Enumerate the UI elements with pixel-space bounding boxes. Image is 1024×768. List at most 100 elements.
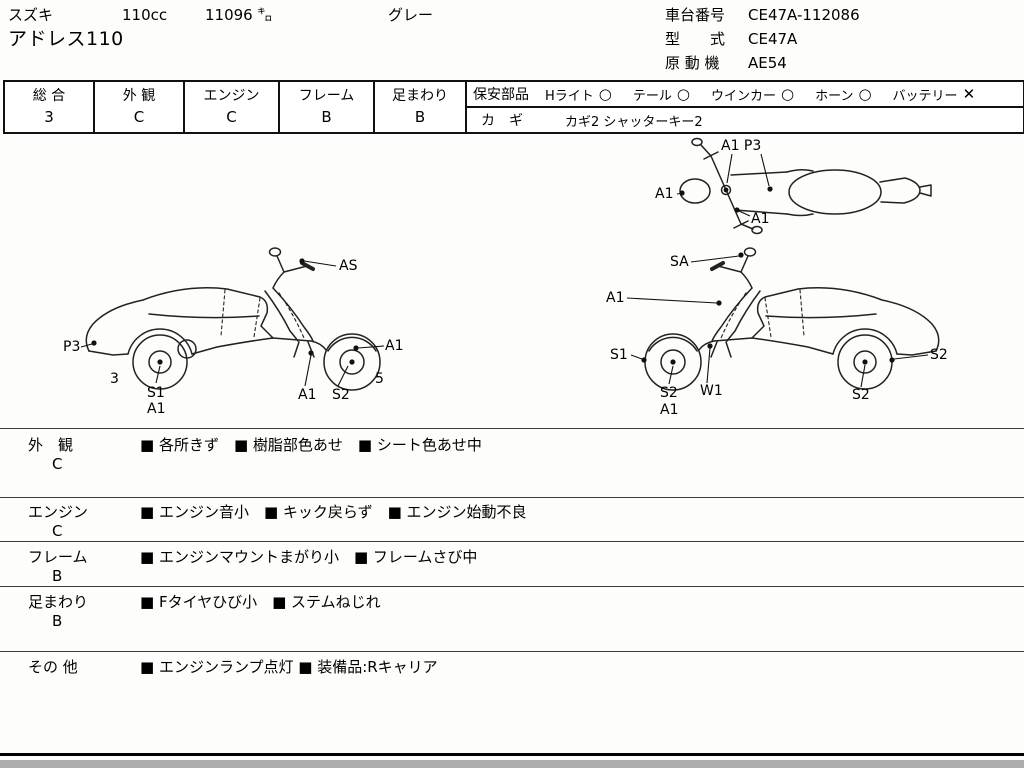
right-view-labels: SA A1 S1 S2 S2 A1 W1 S2 bbox=[606, 254, 948, 418]
damage-label-a1: A1 bbox=[655, 186, 673, 202]
safety-item-name: ウインカー bbox=[710, 88, 776, 104]
damage-label-as: AS bbox=[339, 258, 358, 274]
note-category: その 他 bbox=[28, 658, 78, 676]
grade-label: 足まわり bbox=[392, 88, 448, 104]
note-grade: C bbox=[52, 455, 63, 473]
grade-label: フレーム bbox=[298, 88, 355, 104]
note-grade: C bbox=[52, 522, 63, 540]
model-name: アドレス110 bbox=[8, 28, 124, 50]
status-cross-icon: ✕ bbox=[962, 84, 976, 103]
damage-label-a1: A1 bbox=[385, 338, 403, 354]
damage-label-s1: S1 bbox=[147, 385, 165, 401]
damage-label-s2: S2 bbox=[660, 385, 678, 401]
safety-item-name: ホーン bbox=[815, 88, 854, 104]
note-text: ■ エンジンマウントまがり小 ■ フレームさび中 bbox=[140, 548, 478, 566]
color: グレー bbox=[388, 6, 434, 24]
damage-label-p3: P3 bbox=[63, 339, 80, 355]
grade-value: C bbox=[133, 108, 145, 126]
top-view-diagram: A1 P3 A1 A1 bbox=[655, 137, 932, 235]
safety-item-name: テール bbox=[632, 88, 672, 104]
damage-label-a1: A1 bbox=[298, 387, 316, 403]
engine-value: AE54 bbox=[748, 54, 787, 72]
scooter-right-outline bbox=[644, 247, 940, 391]
safety-item-horn: ホーン ○ bbox=[815, 85, 871, 104]
note-text: ■ 各所きず ■ 樹脂部色あせ ■ シート色あせ中 bbox=[140, 436, 482, 454]
top-view-labels: A1 P3 A1 A1 bbox=[655, 138, 769, 227]
zone-label-5: 5 bbox=[375, 371, 384, 387]
grade-cell-engine: エンジン C bbox=[185, 82, 280, 132]
safety-parts-row: 保安部品 Hライト ○ テール ○ ウインカー ○ ホーン ○ bbox=[467, 82, 1023, 108]
safety-and-keys: 保安部品 Hライト ○ テール ○ ウインカー ○ ホーン ○ bbox=[467, 82, 1023, 132]
status-circle-icon: ○ bbox=[858, 84, 872, 103]
note-category: エンジン bbox=[28, 503, 89, 521]
maker-name: スズキ bbox=[8, 6, 54, 24]
left-view-leader-lines bbox=[80, 258, 385, 387]
damage-label-sa: SA bbox=[670, 254, 689, 270]
safety-item-name: Hライト bbox=[545, 88, 594, 104]
chassis-number: CE47A-112086 bbox=[748, 6, 860, 24]
top-view-leader-lines bbox=[676, 153, 773, 217]
right-view-leader-lines bbox=[626, 252, 929, 388]
left-side-view-diagram: AS P3 3 S1 A1 A1 S2 A1 5 bbox=[63, 247, 403, 417]
grade-label: エンジン bbox=[203, 88, 260, 104]
note-category: 外 観 bbox=[28, 436, 74, 454]
right-side-view-diagram: SA A1 S1 S2 S2 A1 W1 S2 bbox=[606, 247, 948, 418]
note-text: ■ Fタイヤひび小 ■ ステムねじれ bbox=[140, 593, 381, 611]
safety-item-headlight: Hライト ○ bbox=[545, 85, 612, 104]
safety-item-winker: ウインカー ○ bbox=[711, 85, 794, 104]
status-circle-icon: ○ bbox=[598, 84, 612, 103]
keys-label: カ ギ bbox=[481, 113, 523, 129]
type-label: 型 式 bbox=[665, 30, 726, 48]
note-grade: B bbox=[52, 612, 63, 630]
note-text: ■ エンジン音小 ■ キック戻らず ■ エンジン始動不良 bbox=[140, 503, 527, 521]
damage-label-s2: S2 bbox=[332, 387, 350, 403]
grade-cell-exterior: 外 観 C bbox=[95, 82, 185, 132]
row-divider bbox=[0, 586, 1024, 587]
note-text: ■ エンジンランプ点灯 ■ 装備品:Rキャリア bbox=[140, 658, 438, 676]
row-divider bbox=[0, 651, 1024, 652]
grade-cell-undercarriage: 足まわり B bbox=[375, 82, 467, 132]
scooter-left-outline bbox=[85, 247, 381, 391]
section-divider bbox=[0, 428, 1024, 429]
grade-value: B bbox=[321, 108, 332, 126]
safety-item-name: バッテリー bbox=[892, 88, 958, 104]
safety-parts-label: 保安部品 bbox=[473, 87, 529, 103]
zone-label-3: 3 bbox=[110, 371, 119, 387]
damage-label-s1: S1 bbox=[610, 347, 628, 363]
damage-label-s2: S2 bbox=[852, 387, 870, 403]
scooter-top-outline bbox=[679, 137, 932, 235]
safety-item-battery: バッテリー ✕ bbox=[893, 85, 976, 104]
status-circle-icon: ○ bbox=[676, 84, 690, 103]
row-divider bbox=[0, 541, 1024, 542]
damage-label-w1: W1 bbox=[700, 383, 723, 399]
grade-label: 総 合 bbox=[32, 88, 66, 104]
damage-label-a1-p3: A1 P3 bbox=[721, 138, 761, 154]
engine-label: 原 動 機 bbox=[665, 54, 720, 72]
damage-label-a1: A1 bbox=[751, 211, 769, 227]
type-value: CE47A bbox=[748, 30, 798, 48]
note-grade: B bbox=[52, 567, 63, 585]
grade-cell-overall: 総 合 3 bbox=[5, 82, 95, 132]
damage-label-a1: A1 bbox=[147, 401, 165, 417]
grade-value: 3 bbox=[44, 108, 54, 126]
damage-label-s2: S2 bbox=[930, 347, 948, 363]
scan-edge bbox=[0, 760, 1024, 768]
status-circle-icon: ○ bbox=[781, 84, 795, 103]
damage-label-a1: A1 bbox=[606, 290, 624, 306]
mileage: 11096 ㌔ bbox=[205, 6, 273, 24]
sheet-bottom-border bbox=[0, 753, 1024, 756]
note-category: 足まわり bbox=[28, 593, 89, 611]
chassis-label: 車台番号 bbox=[665, 6, 726, 24]
damage-label-a1: A1 bbox=[660, 402, 678, 418]
left-view-labels: AS P3 3 S1 A1 A1 S2 A1 5 bbox=[63, 258, 403, 417]
note-category: フレーム bbox=[28, 548, 88, 566]
grade-value: C bbox=[226, 108, 237, 126]
grade-cell-frame: フレーム B bbox=[280, 82, 375, 132]
keys-row: カ ギ カギ2 シャッターキー2 bbox=[467, 108, 1023, 132]
grade-bar: 総 合 3 外 観 C エンジン C フレーム B 足まわり B 保安部品 Hラ… bbox=[3, 80, 1024, 134]
keys-value: カギ2 シャッターキー2 bbox=[565, 114, 703, 130]
grade-label: 外 観 bbox=[122, 88, 156, 104]
safety-item-taillight: テール ○ bbox=[633, 85, 690, 104]
row-divider bbox=[0, 497, 1024, 498]
